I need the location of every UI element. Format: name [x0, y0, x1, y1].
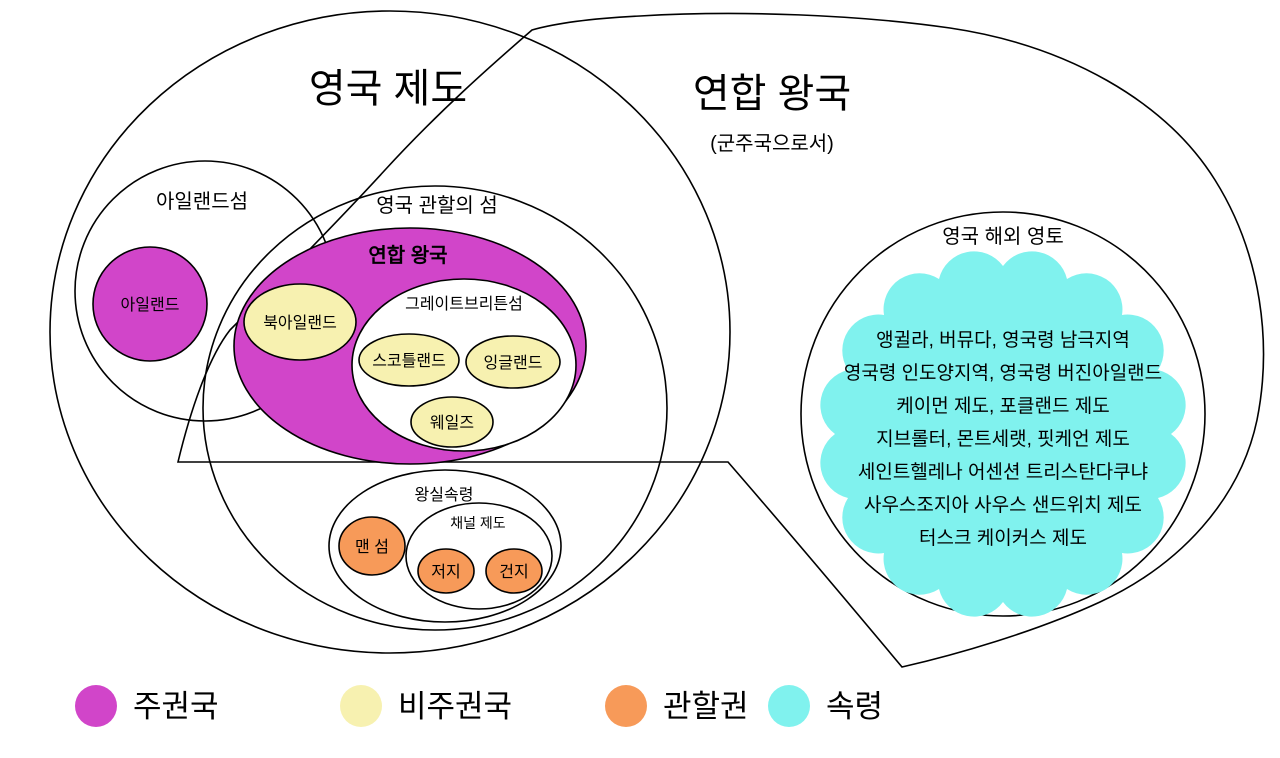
british-islands-ellipse [202, 185, 668, 631]
overseas-list-line: 영국령 인도양지역, 영국령 버진아일랜드 [844, 362, 1162, 384]
england-ellipse [465, 335, 561, 389]
wales-label: 웨일즈 [430, 414, 474, 432]
legend-swatch-jurisdiction [605, 685, 647, 727]
uk-monarchy-title: 연합 왕국 [693, 72, 851, 116]
overseas-territories-circle [800, 211, 1206, 617]
overseas-territories-cloud [820, 251, 1186, 617]
ireland-state-circle [92, 246, 208, 362]
overseas-list-line: 세인트헬레나 어센션 트리스탄다쿠냐 [858, 461, 1148, 483]
legend-swatch-dependency [768, 685, 810, 727]
legend-item-jurisdiction: 관할권 [605, 685, 749, 727]
uk-label: 연합 왕국 [368, 244, 447, 267]
legend-label-jurisdiction: 관할권 [663, 689, 749, 724]
isle-of-man-ellipse [338, 516, 406, 576]
ireland-state-label: 아일랜드 [121, 296, 180, 314]
guernsey-ellipse [485, 548, 543, 594]
uk-as-monarchy-outline [176, 12, 1265, 668]
crown-dependencies-label: 왕실속령 [415, 486, 474, 504]
uk-monarchy-subtitle: (군주국으로서) [710, 132, 834, 155]
legend-label-sovereign: 주권국 [133, 689, 219, 724]
isle-of-man-label: 맨 섬 [355, 538, 389, 556]
british-isles-ellipse [49, 10, 731, 654]
northern-ireland-ellipse [243, 283, 357, 361]
jersey-label: 저지 [431, 563, 460, 581]
scotland-label: 스코틀랜드 [372, 352, 446, 370]
scotland-ellipse [358, 333, 460, 387]
wales-ellipse [410, 396, 494, 448]
overseas-list-line: 사우스조지아 사우스 샌드위치 제도 [864, 494, 1142, 516]
legend-swatch-non-sovereign [340, 685, 382, 727]
england-label: 잉글랜드 [484, 354, 543, 372]
legend-item-sovereign: 주권국 [75, 685, 219, 727]
overseas-territories-label: 영국 해외 영토 [942, 225, 1064, 248]
british-islands-label: 영국 관할의 섬 [376, 194, 498, 217]
overseas-list-line: 케이먼 제도, 포클랜드 제도 [896, 395, 1109, 417]
guernsey-label: 건지 [499, 563, 528, 581]
legend-item-dependency: 속령 [768, 685, 883, 727]
great-britain-label: 그레이트브리튼섬 [405, 295, 523, 313]
great-britain-ellipse [351, 278, 577, 452]
legend-swatch-sovereign [75, 685, 117, 727]
legend: 주권국 비주권국 관할권 속령 [75, 685, 883, 727]
overseas-list-line: 터스크 케이커스 제도 [919, 527, 1087, 549]
british-isles-title: 영국 제도 [309, 67, 467, 111]
legend-item-non-sovereign: 비주권국 [340, 685, 512, 727]
overseas-list-line: 지브롤터, 몬트세랫, 핏케언 제도 [876, 428, 1130, 450]
legend-label-dependency: 속령 [826, 689, 883, 724]
northern-ireland-label: 북아일랜드 [263, 314, 337, 332]
jersey-ellipse [417, 548, 475, 594]
overseas-list-line: 앵귈라, 버뮤다, 영국령 남극지역 [876, 329, 1130, 351]
ireland-island-label: 아일랜드섬 [156, 190, 248, 213]
channel-islands-label: 채널 제도 [450, 515, 506, 531]
legend-label-non-sovereign: 비주권국 [398, 689, 512, 724]
